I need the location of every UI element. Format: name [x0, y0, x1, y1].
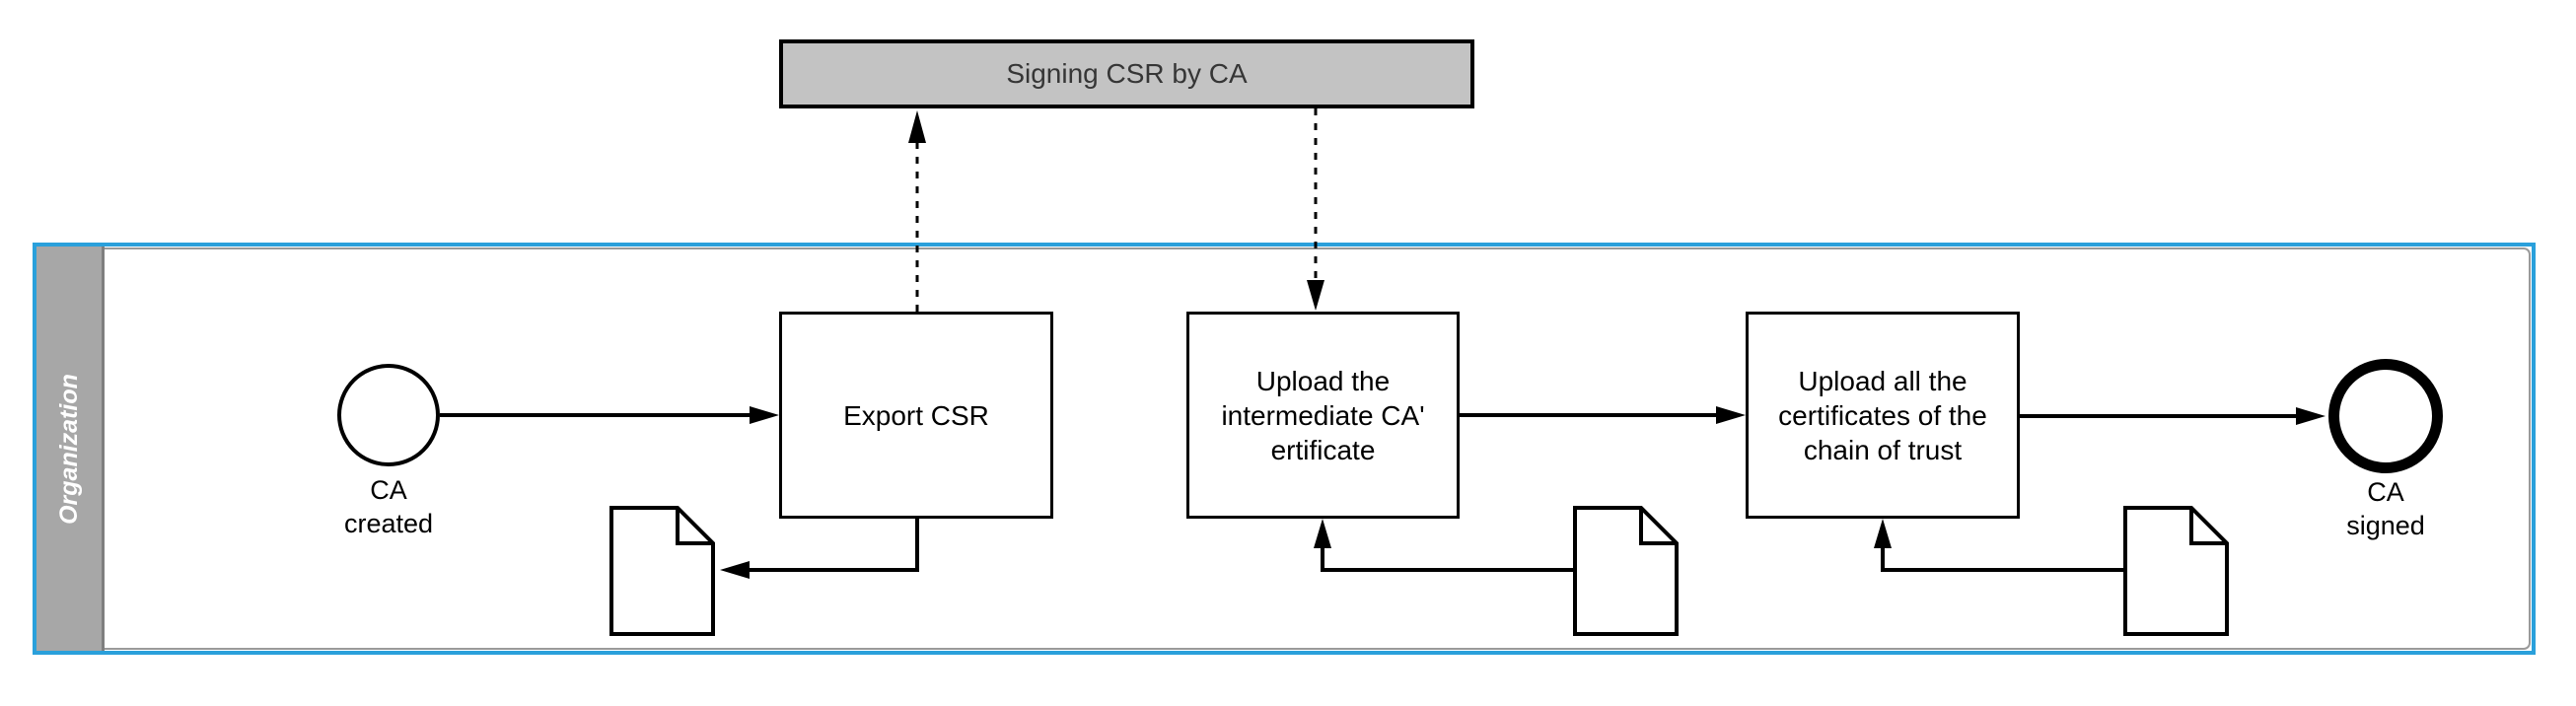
start-event-label: CA created — [343, 475, 434, 538]
task-export-csr[interactable]: Export CSR — [779, 312, 1053, 519]
start-event-circle[interactable] — [337, 364, 440, 466]
document-icon[interactable] — [609, 506, 715, 636]
external-task-signing-csr[interactable]: Signing CSR by CA — [779, 39, 1474, 108]
document-icon[interactable] — [1573, 506, 1679, 636]
document-fold — [2189, 508, 2227, 545]
task-upload-intermediate-label: Upload the intermediate CA' ertificate — [1221, 365, 1425, 465]
document-icon[interactable] — [2123, 506, 2229, 636]
external-task-label: Signing CSR by CA — [1006, 58, 1248, 89]
lane-header[interactable]: Organization — [36, 247, 105, 651]
document-fold — [676, 508, 713, 545]
document-outline — [2123, 506, 2229, 636]
connector-line — [1881, 548, 2123, 572]
end-event-label: CA signed — [2346, 477, 2425, 540]
connector-line — [1321, 548, 1573, 572]
document-outline — [1573, 506, 1679, 636]
task-upload-chain-label: Upload all the certificates of the chain… — [1778, 365, 1987, 465]
task-upload-intermediate[interactable]: Upload the intermediate CA' ertificate — [1186, 312, 1460, 519]
lane-label: Organization — [54, 373, 83, 525]
document-fold — [1639, 508, 1677, 545]
task-export-csr-label: Export CSR — [843, 399, 989, 431]
task-upload-chain[interactable]: Upload all the certificates of the chain… — [1746, 312, 2020, 519]
document-outline — [609, 506, 715, 636]
end-event-circle[interactable] — [2328, 359, 2443, 473]
connector-line — [750, 519, 919, 572]
message-flow-signing-to-upload-intermediate[interactable] — [1307, 108, 1324, 311]
arrowhead-icon — [908, 110, 926, 143]
